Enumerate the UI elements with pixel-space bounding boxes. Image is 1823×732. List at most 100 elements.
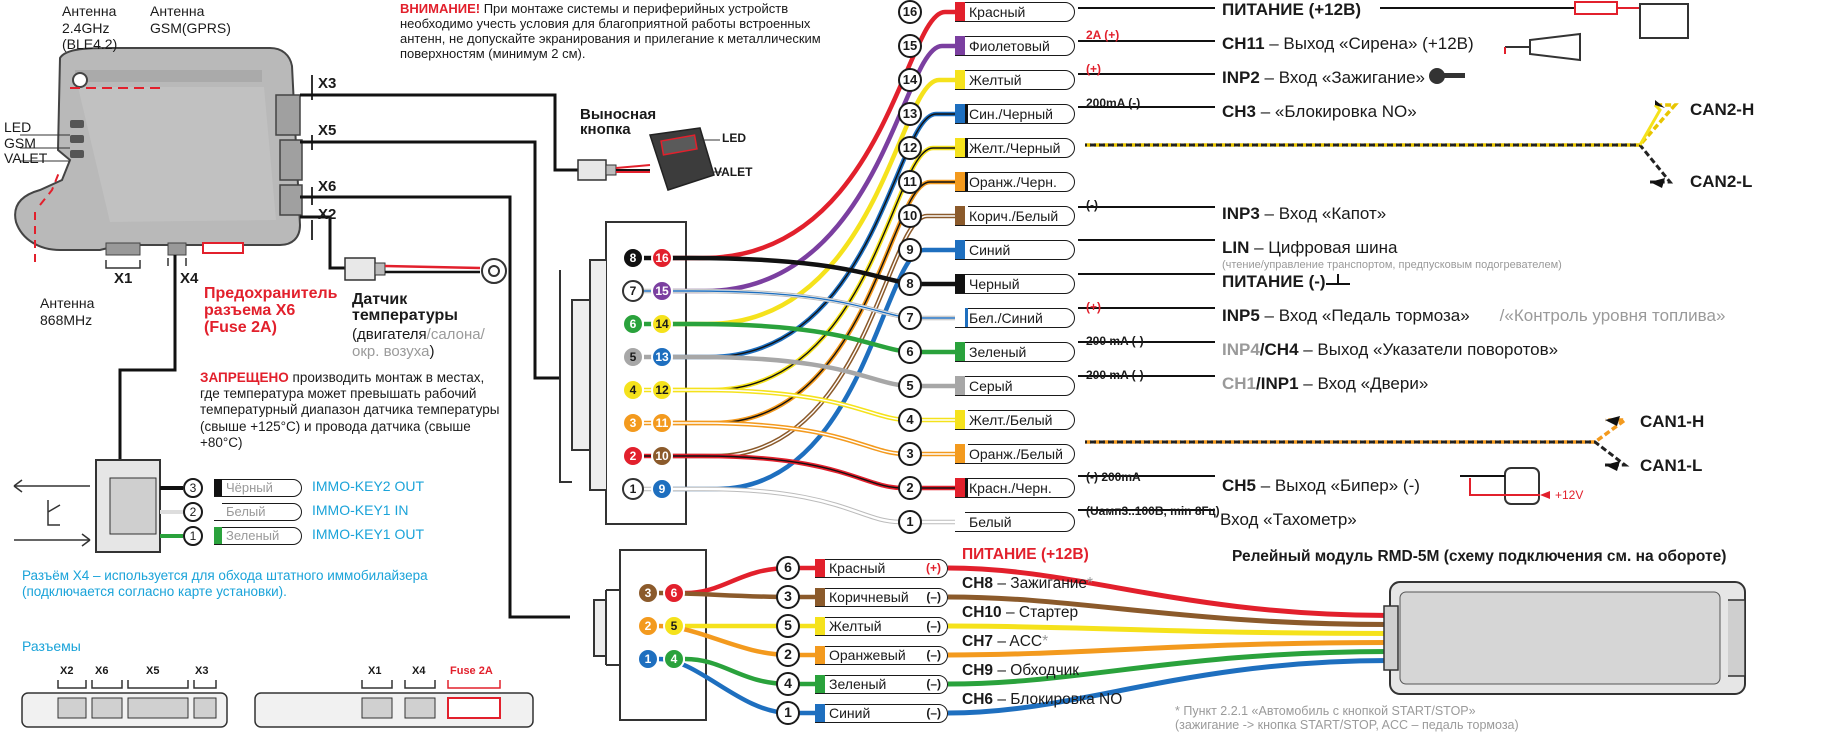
wire-desc-code-8: ПИТАНИЕ (-) — [1222, 272, 1326, 291]
x4-color-3: Чёрный — [226, 480, 273, 495]
wire-color-tag-12: Желт./Черный — [955, 138, 1075, 158]
wire-desc-code-7: INP5 — [1222, 306, 1260, 325]
wire-rating-6: 200 mA (-) — [1086, 334, 1144, 348]
pin-3: 3 — [622, 412, 644, 434]
warning-note: ВНИМАНИЕ! При монтаже системы и перифери… — [400, 1, 840, 61]
wire-desc-8: ПИТАНИЕ (-) — [1222, 272, 1326, 292]
main-connector — [559, 221, 687, 525]
wire-desc-6: INP4/CH4 – Выход «Указатели поворотов» — [1222, 340, 1558, 360]
antenna-24-line-2: 2.4GHz — [62, 19, 110, 36]
fuse-label: Предохранитель разъема X6 (Fuse 2A) — [204, 285, 338, 336]
wire-rating-14: (+) — [1086, 62, 1101, 76]
sketch-x6: X6 — [95, 665, 109, 677]
x4-label-3: IMMO-KEY2 OUT — [312, 478, 425, 494]
fuse-line-3: (Fuse 2A) — [204, 318, 277, 336]
wire-num-13: 13 — [898, 102, 922, 126]
wire-desc-sub-9: (чтение/управление транспортом, предпуск… — [1222, 259, 1562, 271]
right-wire-ends — [1078, 1, 1689, 511]
wire-desc-13: CH3 – «Блокировка NO» — [1222, 102, 1417, 122]
wire-color-7: Бел./Синий — [969, 310, 1043, 326]
relay-wire-out-6 — [947, 565, 1391, 618]
relay-color-6: Красный — [829, 560, 886, 576]
antenna-868-label: Антенна 868MHz — [40, 295, 94, 328]
x4-note: Разъём X4 – используется для обхода штат… — [22, 568, 428, 600]
pin-9: 9 — [651, 478, 673, 500]
wire-desc-9: LIN – Цифровая шина — [1222, 238, 1397, 258]
wire-color-1: Белый — [969, 514, 1012, 530]
pin-14: 14 — [651, 313, 673, 335]
relay-wire-out-1 — [947, 658, 1391, 716]
relay-polarity-6: (+) — [926, 561, 941, 575]
led-label: LED — [4, 119, 32, 135]
relay-desc-code-3: CH8 — [962, 575, 994, 592]
wire-color-tag-9: Синий — [955, 240, 1075, 260]
forbid-note: ЗАПРЕЩЕНО производить монтаж в местах, г… — [200, 370, 505, 451]
relay-num-6: 6 — [776, 556, 800, 580]
wire-color-tag-4: Желт./Белый — [955, 410, 1075, 430]
wire-desc-code-16: ПИТАНИЕ (+12В) — [1222, 0, 1362, 19]
wire-num-2: 2 — [898, 476, 922, 500]
wire-desc-text-5: – Вход «Двери» — [1298, 374, 1429, 393]
relay-color-tag-3: Коричневый(–) — [815, 588, 948, 607]
relay-color-tag-1: Синий(–) — [815, 704, 948, 723]
relay-swatch-3 — [815, 588, 825, 606]
sketch-x1: X1 — [368, 665, 382, 677]
can2-l-label: CAN2-L — [1690, 172, 1753, 191]
wire-stripe-13 — [673, 113, 960, 358]
pin-2: 2 — [622, 445, 644, 467]
wire-16 — [673, 9, 960, 261]
wire-num-14: 14 — [898, 68, 922, 92]
wire-desc-text-2: – Выход «Бипер» (-) — [1256, 476, 1420, 495]
antenna-24-label: Антенна 2.4GHz (BLE4.2) — [62, 3, 117, 53]
wire-desc-text-7: – Вход «Педаль тормоза» — [1259, 306, 1470, 325]
wire-color-tag-2: Красн./Черн. — [955, 478, 1075, 498]
wire-swatch-2 — [955, 478, 968, 497]
button-title-line-2: кнопка — [580, 121, 631, 138]
sketch-fuse: Fuse 2A — [450, 665, 493, 677]
wire-color-2: Красн./Черн. — [969, 480, 1052, 496]
wire-color-tag-11: Оранж./Черн. — [955, 172, 1075, 192]
forbid-text: производить монтаж в местах, где темпера… — [200, 370, 500, 450]
temp-sensor — [344, 257, 507, 284]
relay-wire-out-4 — [947, 649, 1391, 687]
relay-swatch-5 — [815, 617, 825, 635]
sketch-x2: X2 — [60, 665, 74, 677]
wire-rating-1: (Uамп3..100В, min 8Гц) — [1086, 504, 1220, 518]
pin-8: 8 — [622, 247, 644, 269]
pin-7: 7 — [622, 280, 644, 302]
sketch-x5: X5 — [146, 665, 160, 677]
can1-h-label: CAN1-H — [1640, 412, 1705, 431]
x4-swatch-3 — [214, 479, 222, 496]
relay-connector — [593, 549, 707, 721]
wire-color-10: Корич./Белый — [969, 208, 1059, 224]
antenna-24-line-3: (BLE4.2) — [62, 36, 118, 53]
wire-desc-code-10: INP3 — [1222, 204, 1260, 223]
wire-color-tag-8: Черный — [955, 274, 1075, 294]
relay-color-5: Желтый — [829, 618, 882, 634]
relay-color-2: Оранжевый — [829, 647, 906, 663]
wire-swatch-3 — [955, 444, 968, 463]
wire-rating-7: (+) — [1086, 300, 1101, 314]
wire-swatch-5 — [955, 376, 965, 395]
wire-color-13: Син./Черный — [969, 106, 1053, 122]
wire-desc-text-13: – «Блокировка NO» — [1256, 102, 1417, 121]
side-indicators: LED GSM VALET — [4, 119, 47, 167]
wire-color-11: Оранж./Черн. — [969, 174, 1057, 190]
relay-num-4: 4 — [776, 672, 800, 696]
wire-swatch-12 — [955, 138, 968, 157]
temp-sub: (двигателя/салона/ окр. возуха) — [352, 326, 485, 361]
wire-swatch-7 — [955, 308, 968, 327]
antenna-gsm-line-1: Антенна — [150, 3, 205, 19]
wire-num-5: 5 — [898, 374, 922, 398]
wire-stripe-12 — [673, 147, 960, 391]
wire-desc-extra-7: /«Контроль уровня топлива» — [1499, 306, 1726, 325]
relay-pin-4: 4 — [663, 648, 685, 670]
wire-swatch-14 — [955, 70, 965, 89]
wire-stripe-2 — [644, 455, 960, 489]
relay-color-tag-2: Оранжевый(–) — [815, 646, 948, 665]
relay-desc-1: CH6 – Блокировка NO — [962, 691, 1122, 709]
wire-num-3: 3 — [898, 442, 922, 466]
pin-1: 1 — [622, 478, 644, 500]
wire-swatch-6 — [955, 342, 965, 361]
